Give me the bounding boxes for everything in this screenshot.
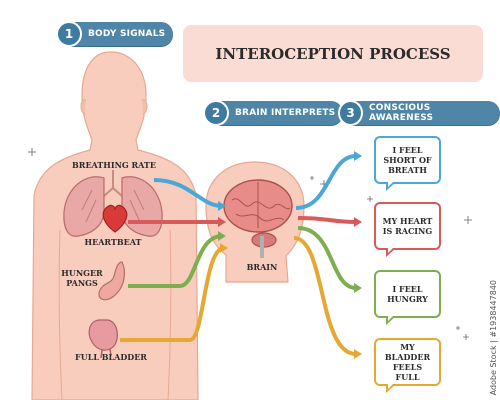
step-number: 1 [56,21,82,47]
label-heartbeat: HEARTBEAT [84,237,142,247]
heart-icon [102,204,128,233]
step-label: BODY SIGNALS [88,29,166,39]
step-number: 3 [338,100,363,126]
bladder-icon [88,319,118,359]
awareness-hungry: I FEEL HUNGRY [374,270,441,325]
arrows-brain-to-awareness [293,151,362,359]
step-label: CONSCIOUS AWARENESS [368,103,434,123]
brain-icon [223,179,293,258]
arrows-body-to-brain [120,178,228,342]
diagram-title: INTEROCEPTION PROCESS [183,25,483,82]
stomach-icon [98,261,125,301]
step-label: BRAIN INTERPRETS [235,108,336,118]
step-badge-conscious-awareness: 3 CONSCIOUS AWARENESS [338,100,500,126]
label-full-bladder: FULL BLADDER [75,352,147,362]
awareness-short-of-breath: I FEEL SHORT OF BREATH [374,136,441,191]
label-breathing-rate: BREATHING RATE [72,160,156,170]
step-number: 2 [203,100,229,126]
step-badge-body-signals: 1 BODY SIGNALS [56,21,174,47]
awareness-bladder-full: MY BLADDER FEELS FULL [374,338,441,393]
label-brain: BRAIN [246,262,278,272]
awareness-heart-racing: MY HEART IS RACING [374,202,441,257]
stock-watermark: Adobe Stock | #1938447840 [489,279,498,395]
label-hunger-pangs: HUNGER PANGS [61,268,103,288]
step-badge-brain-interprets: 2 BRAIN INTERPRETS [203,100,344,126]
